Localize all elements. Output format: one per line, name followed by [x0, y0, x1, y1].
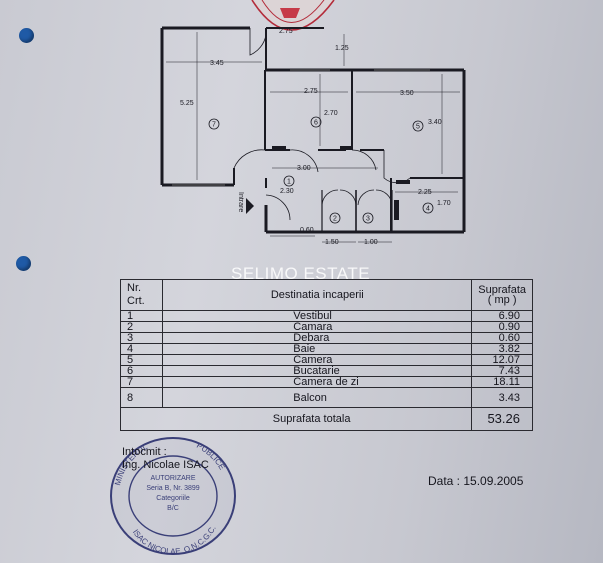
room-number: 3 — [366, 216, 370, 223]
dim-label: 3.00 — [297, 165, 311, 172]
red-stamp-fragment — [251, 0, 335, 31]
table-row: 4 Baie 3.82 — [119, 343, 533, 355]
room-number: 6 — [314, 120, 318, 127]
dim-label: 2.25 — [418, 189, 432, 196]
row-nr: 1 — [119, 310, 164, 322]
row-nr: 6 — [119, 365, 164, 377]
dim-label: 2.75 — [304, 88, 318, 95]
dim-label: 1.50 — [325, 239, 339, 246]
room-area-table: Nr. Crt. Destinatia incaperii Suprafata … — [119, 279, 533, 431]
dim-label: 3.45 — [210, 60, 224, 67]
total-value: 53.26 — [471, 407, 533, 431]
table-row: 1 Vestibul 6.90 — [119, 310, 533, 322]
header-area: Suprafata ( mp ) — [471, 279, 533, 311]
row-nr: 7 — [119, 376, 164, 388]
dim-label: 2.75 — [279, 28, 293, 35]
row-area: 0.60 — [471, 332, 533, 344]
seal-text: Seria B, Nr. 3899 — [146, 485, 199, 492]
table-row: 2 Camara 0.90 — [119, 321, 533, 333]
row-name: Camera de zi — [162, 376, 473, 388]
dim-label: 1.00 — [364, 239, 378, 246]
punch-hole — [16, 256, 31, 271]
room-number: 2 — [333, 216, 337, 223]
room-number: 1 — [287, 179, 291, 186]
table-row: 3 Debara 0.60 — [119, 332, 533, 344]
row-area: 0.90 — [471, 321, 533, 333]
total-label: Suprafata totala — [162, 407, 473, 431]
signature-block: Intocmit : Ing. Nicolae ISAC — [122, 446, 209, 472]
dim-label: 1.25 — [335, 45, 349, 52]
table-row: 5 Camera 12.07 — [119, 354, 533, 366]
seal-text: AUTORIZARE — [151, 475, 196, 482]
room-number: 5 — [416, 124, 420, 131]
row-nr: 4 — [119, 343, 164, 355]
dim-label: 2.70 — [324, 110, 338, 117]
table-row: 7 Camera de zi 18.11 — [119, 376, 533, 388]
row-nr: 2 — [119, 321, 164, 333]
table-header-row: Nr. Crt. Destinatia incaperii Suprafata … — [119, 279, 533, 311]
entrance-label: Intrare — [237, 192, 244, 212]
dim-label: 5.25 — [180, 100, 194, 107]
room-number: 4 — [426, 206, 430, 213]
official-seal: MINISTERUL PUBLICE ISAC NICOLAE O.N.C.G.… — [110, 437, 236, 556]
row-nr: 8 — [119, 387, 164, 408]
row-area: 6.90 — [471, 310, 533, 322]
punch-hole — [19, 28, 34, 43]
row-name: Bucatarie — [162, 365, 473, 377]
floor-plan: 2.75 1.25 3.45 5.25 2.75 2.70 3.50 3.40 … — [160, 0, 466, 246]
row-nr: 3 — [119, 332, 164, 344]
row-name: Vestibul — [162, 310, 473, 322]
header-destination: Destinatia incaperii — [162, 279, 473, 311]
seal-text: Categoriile — [156, 495, 190, 502]
dim-label: 0.60 — [300, 227, 314, 234]
row-name: Debara — [162, 332, 473, 344]
room-number: 7 — [212, 122, 216, 129]
row-area: 12.07 — [471, 354, 533, 366]
table-total-row: Suprafata totala 53.26 — [119, 407, 533, 431]
seal-text: B/C — [167, 505, 179, 512]
document-date: Data : 15.09.2005 — [428, 474, 524, 488]
row-name: Baie — [162, 343, 473, 355]
dim-label: 1.70 — [437, 200, 451, 207]
table-row: 8 Balcon 3.43 — [119, 387, 533, 408]
row-area: 3.82 — [471, 343, 533, 355]
prepared-by-label: Intocmit : — [122, 446, 167, 458]
dim-label: 3.50 — [400, 90, 414, 97]
row-area: 18.11 — [471, 376, 533, 388]
row-name: Camera — [162, 354, 473, 366]
table-row: 6 Bucatarie 7.43 — [119, 365, 533, 377]
dim-label: 2.30 — [280, 188, 294, 195]
header-nr: Nr. Crt. — [119, 279, 164, 311]
engineer-name: Ing. Nicolae ISAC — [122, 459, 209, 471]
row-area: 7.43 — [471, 365, 533, 377]
row-name: Balcon — [162, 387, 473, 408]
row-nr: 5 — [119, 354, 164, 366]
row-area: 3.43 — [471, 387, 533, 408]
row-name: Camara — [162, 321, 473, 333]
dim-label: 3.40 — [428, 119, 442, 126]
watermark: SELIMO ESTATE — [231, 264, 371, 283]
